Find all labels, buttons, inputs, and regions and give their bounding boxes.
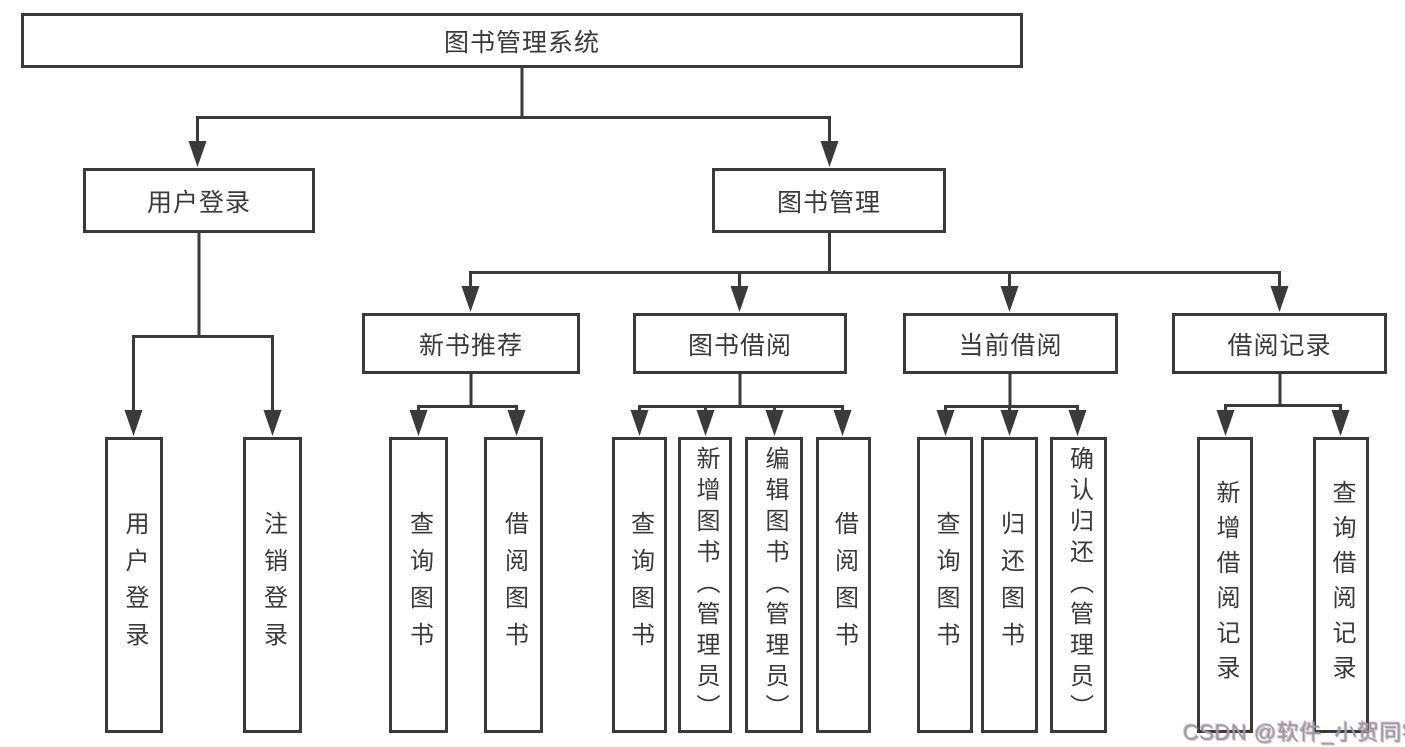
leaf-edit-books-admin: 编辑图书（管理员） (745, 437, 803, 733)
node-new-book-recommend: 新书推荐 (362, 313, 580, 374)
leaf-confirm-return-admin: 确认归还（管理员） (1050, 437, 1107, 733)
leaf-query-books-recommend-label: 查询图书 (405, 511, 433, 659)
node-root-system: 图书管理系统 (21, 13, 1023, 68)
leaf-logout: 注销登录 (243, 437, 302, 733)
leaf-add-books-admin-label: 新增图书（管理员） (692, 445, 719, 725)
node-borrow-records: 借阅记录 (1172, 313, 1387, 374)
leaf-return-books: 归还图书 (981, 437, 1038, 733)
leaf-edit-books-admin-label: 编辑图书（管理员） (761, 445, 788, 725)
node-book-borrow: 图书借阅 (633, 313, 847, 374)
node-borrow-records-label: 借阅记录 (1227, 331, 1332, 360)
leaf-add-books-admin: 新增图书（管理员） (678, 437, 732, 733)
leaf-borrow-books-recommend-label: 借阅图书 (500, 511, 528, 659)
node-new-book-recommend-label: 新书推荐 (418, 331, 523, 360)
node-current-borrow: 当前借阅 (903, 313, 1118, 374)
node-user-login-label: 用户登录 (146, 188, 251, 217)
node-book-management-label: 图书管理 (776, 188, 881, 217)
leaf-borrow-books-label: 借阅图书 (830, 511, 858, 659)
leaf-user-login-label: 用户登录 (121, 511, 148, 659)
leaf-query-books-current: 查询图书 (917, 437, 973, 733)
leaf-query-books-recommend: 查询图书 (389, 437, 448, 733)
node-current-borrow-label: 当前借阅 (958, 331, 1063, 360)
leaf-add-borrow-record: 新增借阅记录 (1197, 437, 1253, 733)
node-root-label: 图书管理系统 (443, 28, 600, 57)
leaf-borrow-books-recommend: 借阅图书 (484, 437, 543, 733)
node-book-borrow-label: 图书借阅 (687, 331, 792, 360)
leaf-query-borrow-record-label: 查询借阅记录 (1328, 480, 1355, 690)
leaf-query-books-borrow: 查询图书 (612, 437, 667, 733)
leaf-logout-label: 注销登录 (259, 511, 287, 659)
node-user-login: 用户登录 (83, 168, 315, 233)
leaf-return-books-label: 归还图书 (996, 511, 1024, 659)
node-book-management: 图书管理 (712, 168, 946, 233)
leaf-confirm-return-admin-label: 确认归还（管理员） (1065, 445, 1093, 725)
leaf-query-books-current-label: 查询图书 (932, 511, 959, 659)
leaf-query-borrow-record: 查询借阅记录 (1313, 437, 1369, 733)
leaf-borrow-books: 借阅图书 (816, 437, 871, 733)
leaf-query-books-borrow-label: 查询图书 (626, 511, 654, 659)
leaf-user-login: 用户登录 (105, 437, 163, 733)
leaf-add-borrow-record-label: 新增借阅记录 (1212, 480, 1239, 690)
csdn-watermark: CSDN @软件_小贺同学 (1183, 720, 1405, 745)
